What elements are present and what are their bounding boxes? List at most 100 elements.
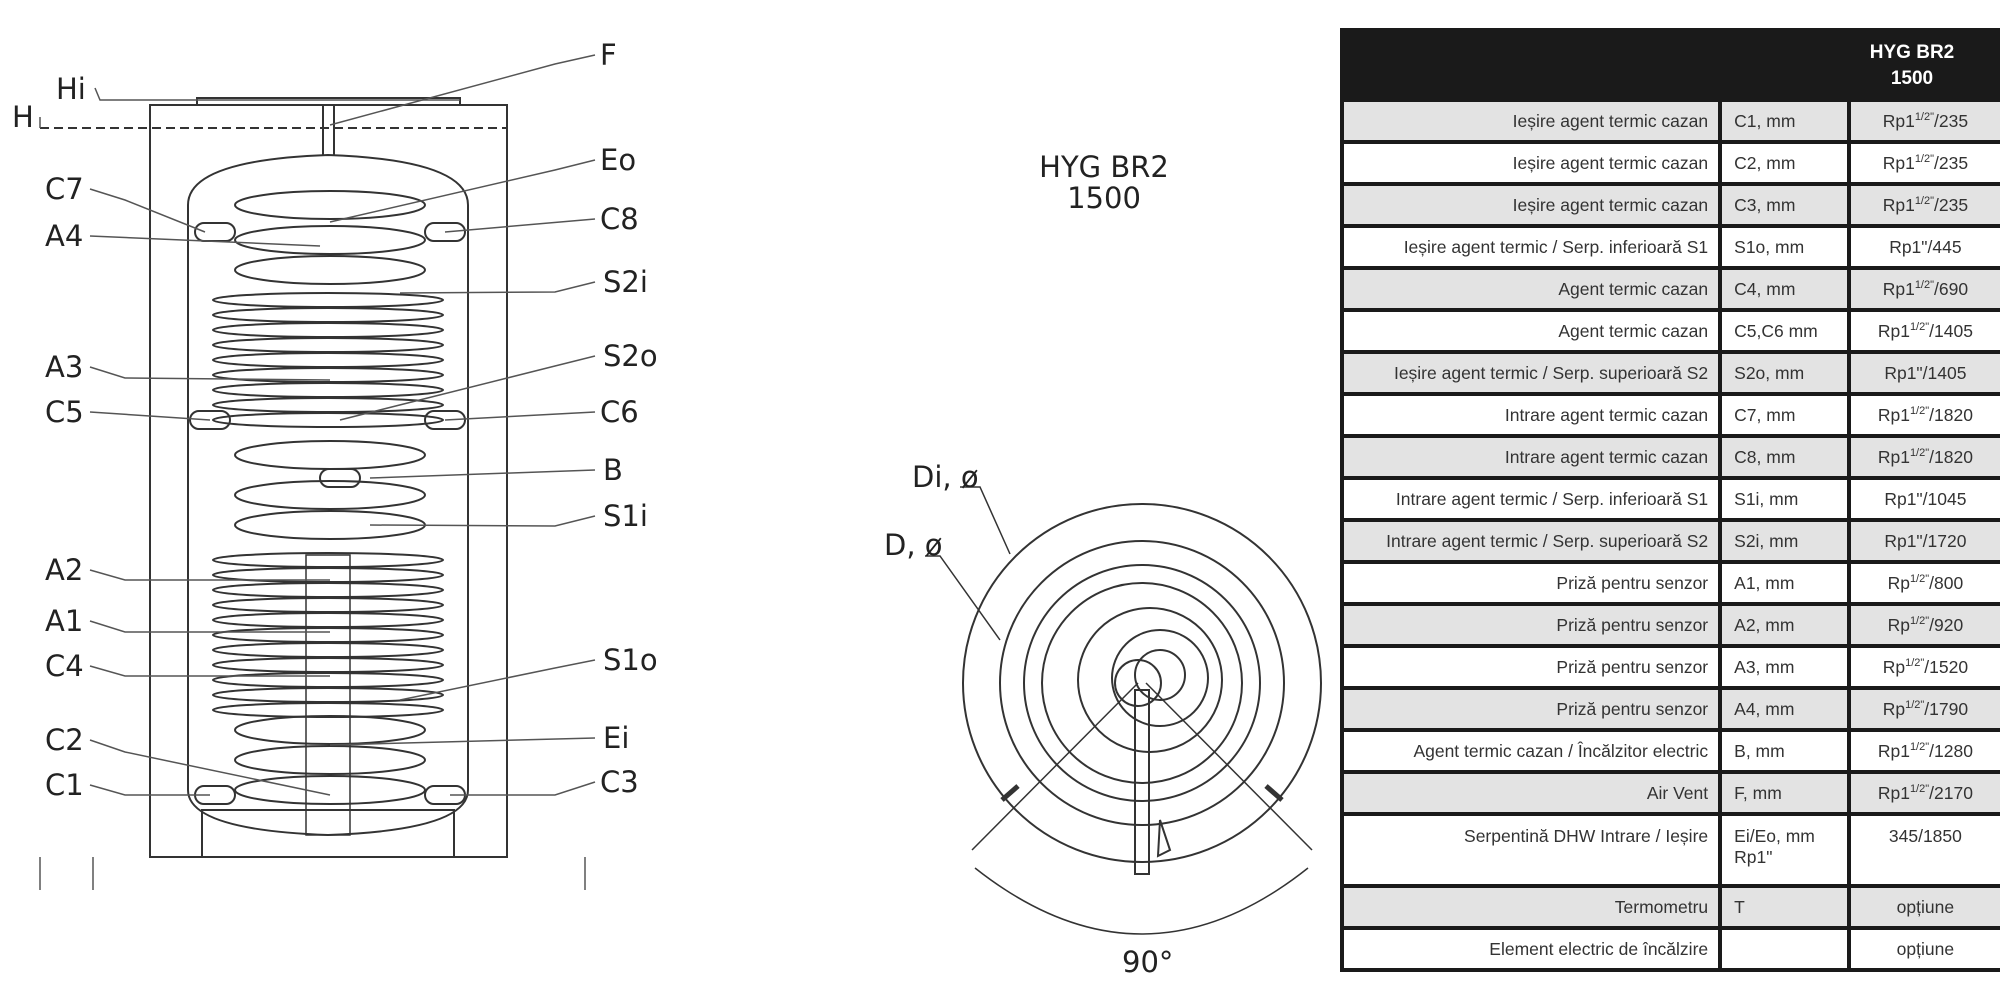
coil-turn xyxy=(234,225,426,255)
code-cell: A2, mm xyxy=(1718,606,1847,644)
coil-turn xyxy=(212,597,444,613)
value-main: Rp1 xyxy=(1882,278,1915,299)
code: T xyxy=(1734,896,1745,917)
code: B, mm xyxy=(1734,740,1785,761)
label-A3: A3 xyxy=(45,350,83,384)
coil-turn xyxy=(212,687,444,703)
value-sup: 1/2" xyxy=(1905,698,1925,711)
label-C6: C6 xyxy=(600,395,639,429)
label-S1o: S1o xyxy=(603,643,658,677)
value-sup: 1/2" xyxy=(1909,446,1930,459)
code-cell: S2o, mm xyxy=(1718,354,1847,392)
value-cell: Rp11/2"/1820 xyxy=(1846,396,2000,434)
coil-turn xyxy=(189,410,231,430)
code: C8, mm xyxy=(1734,446,1796,467)
value-sup: 1/2" xyxy=(1909,572,1930,585)
code-cell: S1o, mm xyxy=(1718,228,1847,266)
description-cell: Ieșire agent termic cazan xyxy=(1340,144,1719,182)
code-cell: C8, mm xyxy=(1718,438,1847,476)
code: C3, mm xyxy=(1734,194,1796,215)
value-cell: Rp11/2"/1280 xyxy=(1846,732,2000,770)
code: C5,C6 mm xyxy=(1734,320,1818,341)
value-suffix: /235 xyxy=(1934,194,1969,215)
code-cell: C4, mm xyxy=(1718,270,1847,308)
description-cell: Priză pentru senzor xyxy=(1340,564,1719,602)
code: A4, mm xyxy=(1734,698,1795,719)
coil-turn xyxy=(212,412,444,428)
value-cell: opțiune xyxy=(1846,930,2000,968)
code: C7, mm xyxy=(1734,404,1796,425)
code-cell: T xyxy=(1718,888,1847,926)
value-main: Rp1 xyxy=(1877,740,1910,761)
value-cell: Rp11/2"/235 xyxy=(1846,186,2000,224)
value-main: 345/1850 xyxy=(1888,826,1962,846)
label-C3: C3 xyxy=(600,765,639,799)
coil-turn xyxy=(234,775,426,805)
label-S1i: S1i xyxy=(603,499,648,533)
technical-drawing: Hi H C7 A4 A3 C5 A2 A1 C4 C2 C1 F Eo C8 … xyxy=(12,38,1322,979)
description-cell: Priză pentru senzor xyxy=(1340,690,1719,728)
value-main: Rp xyxy=(1882,656,1906,677)
value-sup: 1/2" xyxy=(1914,194,1935,207)
value-suffix: /1820 xyxy=(1929,446,1973,467)
value-suffix: /1520 xyxy=(1924,656,1969,677)
code-cell: C7, mm xyxy=(1718,396,1847,434)
value-sup: 1/2" xyxy=(1909,614,1930,627)
label-C7: C7 xyxy=(45,172,84,206)
value-main: Rp1 xyxy=(1877,782,1910,803)
leader-lines xyxy=(39,54,596,890)
value-main: opțiune xyxy=(1896,938,1955,959)
coil-turn xyxy=(319,468,361,488)
left-labels: Hi H C7 A4 A3 C5 A2 A1 C4 C2 C1 xyxy=(12,72,86,802)
table-row: Agent termic cazan / Încălzitor electric… xyxy=(1340,732,2000,770)
label-A2: A2 xyxy=(45,553,83,587)
coil-turn xyxy=(212,582,444,598)
label-Ei: Ei xyxy=(603,721,629,755)
label-D: D, ø xyxy=(884,528,943,562)
value-suffix: /1820 xyxy=(1929,404,1973,425)
label-F: F xyxy=(600,38,617,72)
code-cell: C3, mm xyxy=(1718,186,1847,224)
coil-turn xyxy=(212,672,444,688)
coil-turn xyxy=(234,190,426,220)
value-main: opțiune xyxy=(1896,896,1955,917)
model-title-line2: 1500 xyxy=(1067,181,1141,215)
label-A1: A1 xyxy=(45,604,83,638)
label-Eo: Eo xyxy=(600,143,636,177)
value-cell: opțiune xyxy=(1846,888,2000,926)
table-row: Ieșire agent termic / Serp. inferioară S… xyxy=(1340,228,2000,266)
code-cell: A4, mm xyxy=(1718,690,1847,728)
coil-turn xyxy=(234,715,426,745)
description-cell: Intrare agent termic / Serp. inferioară … xyxy=(1340,480,1719,518)
value-cell: Rp1"/1045 xyxy=(1846,480,2000,518)
coil-turn xyxy=(212,702,444,718)
value-main: Rp xyxy=(1887,572,1910,593)
code: S2o, mm xyxy=(1734,362,1805,383)
model-title-line1: HYG BR2 xyxy=(1039,150,1169,184)
label-C8: C8 xyxy=(600,202,639,236)
value-main: Rp1 xyxy=(1882,194,1915,215)
value-suffix: /1790 xyxy=(1924,698,1969,719)
description-cell: Agent termic cazan xyxy=(1340,270,1719,308)
value-main: Rp1"/1405 xyxy=(1884,362,1967,383)
value-main: Rp1 xyxy=(1877,320,1910,341)
value-suffix: /235 xyxy=(1934,152,1969,173)
coil-turn xyxy=(234,255,426,285)
value-cell: Rp1"/1405 xyxy=(1846,354,2000,392)
code-cell: F, mm xyxy=(1718,774,1847,812)
coil-turn xyxy=(212,337,444,353)
value-cell: Rp11/2"/235 xyxy=(1846,102,2000,140)
code: A1, mm xyxy=(1734,572,1795,593)
value-cell: Rp1"/1720 xyxy=(1846,522,2000,560)
label-C5: C5 xyxy=(45,395,84,429)
value-cell: Rp11/2"/1405 xyxy=(1846,312,2000,350)
